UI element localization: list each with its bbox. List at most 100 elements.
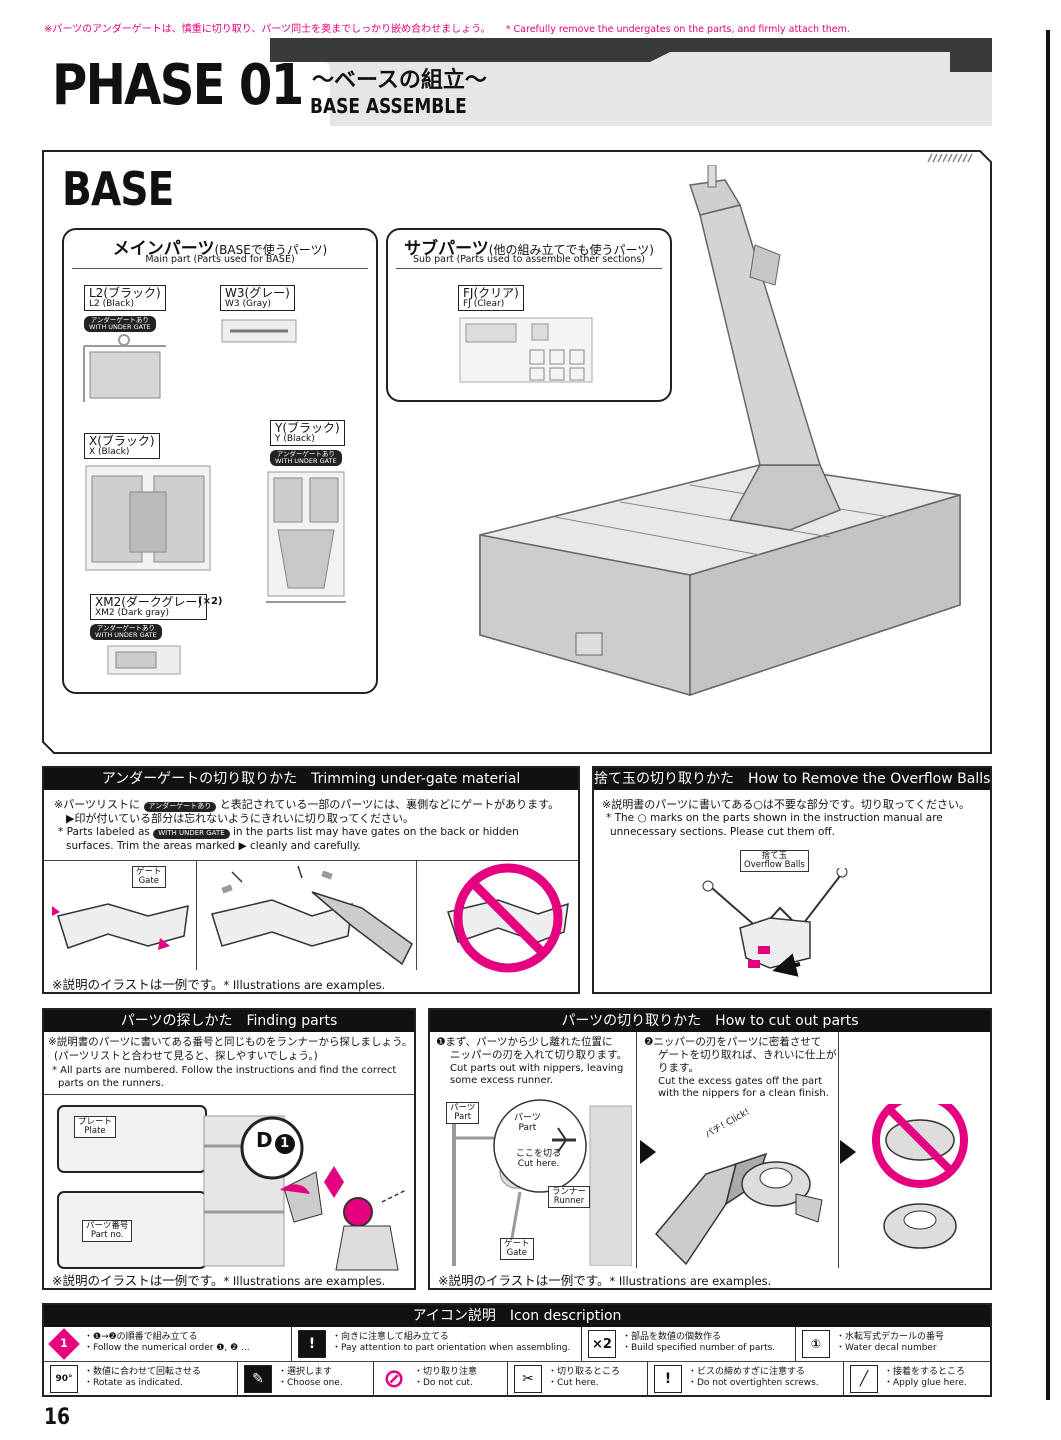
cut-part2-label: パーツ Part [514, 1113, 541, 1134]
plate-tag-en: Plate [84, 1125, 106, 1136]
sub-parts-title-paren: (他の組み立てでも使うパーツ) [488, 243, 654, 257]
part-no-tag-jp: パーツ番号 [86, 1221, 129, 1231]
plate-tag-jp: プレート [78, 1117, 113, 1127]
top-note-en: * Carefully remove the undergates on the… [505, 24, 850, 35]
icon-desc-title-en: Icon description [509, 1308, 622, 1324]
cut-part-tag-jp: パーツ [450, 1103, 476, 1113]
icon-en: ・Choose one. [278, 1378, 343, 1389]
part-no-tag-en: Part no. [90, 1229, 124, 1240]
icon-cell-numbered-step: 1 ・❶→❷の順番で組み立てる・Follow the numerical ord… [44, 1327, 292, 1361]
phase-title: PHASE 01 [52, 53, 304, 118]
undergate-part-illustration [52, 903, 189, 950]
icon-jp: ・❶→❷の順番で組み立てる [84, 1332, 198, 1342]
part-label-y: Y(ブラック) Y (Black) [270, 420, 345, 447]
icon-en: ・Do not overtighten screws. [688, 1378, 819, 1389]
overflow-ball-illustration [702, 868, 848, 977]
main-parts-box: メインパーツ(BASEで使うパーツ) Main part (Parts used… [62, 228, 378, 694]
do-not-cut-glyph: ⊘ [383, 1364, 405, 1394]
runner-tag-en: Runner [553, 1195, 585, 1206]
undergate-badge-y: アンダーゲートあり WITH UNDER GATE [270, 450, 342, 467]
cut-step2-en-2: with the nippers for a clean finish. [658, 1088, 829, 1099]
main-parts-title-paren: (BASEで使うパーツ) [214, 243, 328, 257]
part-fj-jp: FJ(クリア) [463, 286, 519, 300]
finding-en-2: parts on the runners. [58, 1078, 164, 1089]
overflow-title-jp: 捨て玉の切り取りかた [594, 771, 734, 787]
runner-y-illustration [266, 471, 346, 603]
trimming-sep-1 [196, 860, 197, 970]
icon-cell-cut-here: ✂ ・切り取るところ・Cut here. [508, 1362, 648, 1396]
icon-jp: ・切り取るところ [548, 1367, 621, 1377]
cut-step2-illustration [654, 1152, 823, 1266]
cut-step1-illustration [452, 1099, 632, 1266]
trimming-example-note: ※説明のイラストは一例です。* Illustrations are exampl… [52, 974, 385, 993]
icon-text: ・切り取るところ・Cut here. [548, 1367, 620, 1390]
trimming-jp-1a: ※パーツリストに [54, 798, 140, 811]
sub-parts-title-jp: サブパーツ [404, 239, 489, 259]
cutting-note-en: * Illustrations are examples. [609, 1274, 772, 1288]
runner-l2-illustration [83, 334, 166, 402]
icon-text: ・切り取り注意・Do not cut. [414, 1367, 477, 1390]
trimming-divider [44, 860, 578, 861]
sub-parts-subtitle: Sub part (Parts used to assemble other s… [412, 254, 645, 265]
header-band [270, 38, 992, 126]
icon-en: ・Rotate as indicated. [84, 1378, 183, 1389]
part-l2-jp: L2(ブラック) [89, 286, 161, 300]
cut-step2-jp-2: ゲートを切り取れば、きれいに仕上が [658, 1049, 837, 1061]
overflow-tag-jp: 捨て玉 [761, 851, 788, 861]
water-decal-glyph: ① [810, 1337, 822, 1351]
part-label-l2: L2(ブラック) L2 (Black) [84, 285, 166, 312]
icon-description-panel: アイコン説明 Icon description 1 ・❶→❷の順番で組み立てる・F… [42, 1303, 992, 1397]
trimming-en-1b: in the parts list may have gates on the … [232, 826, 519, 838]
choose-one-glyph: ✎ [252, 1371, 264, 1387]
runner-tag: ランナー Runner [548, 1186, 591, 1208]
numbered-step-icon: 1 [48, 1328, 80, 1360]
choose-one-icon: ✎ [244, 1365, 272, 1393]
runner-xm2-illustration [107, 645, 181, 675]
inline-undergate-badge: アンダーゲートあり [143, 802, 217, 812]
trimming-note-jp: ※説明のイラストは一例です。 [52, 977, 224, 992]
cut-here-en: Cut here. [517, 1158, 560, 1169]
inline-undergate-badge-en: WITH UNDER GATE [153, 829, 230, 839]
finding-divider [44, 1094, 414, 1095]
ug-badge-jp: アンダーゲートあり [276, 450, 335, 458]
base-title: BASE [62, 162, 174, 216]
icon-en: ・Cut here. [548, 1378, 599, 1389]
icon-text: ・選択します・Choose one. [278, 1367, 343, 1390]
part-xm2-jp: XM2(ダークグレー) [95, 595, 203, 609]
cut-gate-tag-en: Gate [506, 1247, 527, 1258]
icon-jp: ・部品を数値の個数作る [622, 1332, 722, 1342]
multiply-count-icon: ×2 [588, 1330, 616, 1358]
icon-en: ・Build specified number of parts. [622, 1343, 776, 1354]
part-y-en: Y (Black) [275, 433, 315, 444]
cut-step2-en-1: Cut the excess gates off the part [658, 1076, 823, 1087]
cut-part2-jp: パーツ [514, 1113, 541, 1123]
rotate-glyph: 90° [55, 1374, 73, 1384]
part-x-jp: X(ブラック) [89, 434, 155, 448]
cut-gate-tag-jp: ゲート [504, 1239, 530, 1249]
part-callout-number: 1 [274, 1134, 295, 1154]
nipper-trim-illustration [211, 865, 413, 966]
page-edge-bar [1046, 30, 1061, 1400]
icon-jp: ・選択します [278, 1367, 333, 1377]
part-no-tag: パーツ番号 Part no. [82, 1220, 133, 1242]
ug-badge-en: WITH UNDER GATE [275, 457, 337, 466]
icon-text: ・向きに注意して組み立てる・Pay attention to part orie… [332, 1332, 570, 1355]
screw-caution-glyph: ! [664, 1371, 672, 1387]
overflow-tag-en: Overflow Balls [744, 859, 805, 870]
no-bad-cut-illustration [872, 1104, 968, 1249]
cut-here-glyph: ✂ [522, 1371, 534, 1387]
rotate-icon: 90° [50, 1365, 78, 1393]
icon-desc-title-jp: アイコン説明 [412, 1308, 496, 1324]
gate-tag-jp: ゲート [136, 867, 162, 877]
cutting-title-jp: パーツの切り取りかた [561, 1013, 702, 1029]
overflow-jp: ※説明書のパーツに書いてある○は不要な部分です。切り取ってください。 [602, 798, 970, 811]
ug-badge-jp: アンダーゲートあり [90, 316, 149, 324]
trimming-jp-1b: と表記されている一部のパーツには、裏側などにゲートがあります。 [219, 798, 560, 811]
cut-step1-en-2: some excess runner. [450, 1075, 554, 1086]
do-not-cut-icon: ⊘ [380, 1364, 408, 1394]
main-parts-title-jp: メインパーツ [112, 239, 215, 259]
icon-text: ・❶→❷の順番で組み立てる・Follow the numerical order… [84, 1332, 250, 1355]
